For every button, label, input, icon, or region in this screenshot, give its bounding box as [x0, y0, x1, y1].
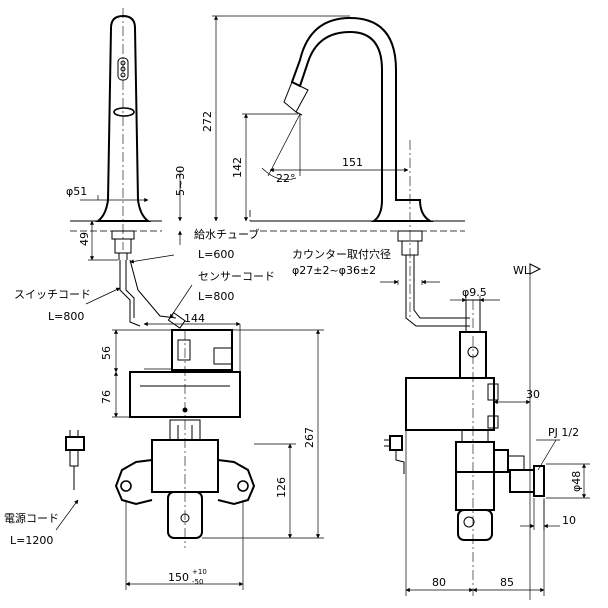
front-control-unit: [114, 312, 256, 548]
counter-line: [70, 220, 465, 232]
side-spout: [283, 16, 470, 327]
dim-272: 272: [201, 111, 214, 132]
dim-150-tol-plus: +10: [192, 568, 207, 576]
switch-cord-length: L=800: [48, 310, 84, 323]
aerator-icon: [113, 107, 135, 117]
power-cord-length: L=1200: [10, 534, 53, 547]
dim-85: 85: [500, 576, 514, 589]
dim-80: 80: [432, 576, 446, 589]
sensor-cord-label: センサーコード: [198, 270, 275, 283]
dim-phi51: φ51: [66, 185, 87, 198]
sensor-cord-length: L=800: [198, 290, 234, 303]
dim-142: 142: [231, 157, 244, 178]
dim-10: 10: [562, 514, 576, 527]
cords: [85, 254, 193, 327]
front-spout: [95, 8, 151, 260]
side-control-unit: [405, 299, 545, 596]
dim-phi9-5: φ9.5: [462, 286, 487, 299]
wl-label: WL: [513, 264, 531, 277]
dim-144: 144: [184, 312, 205, 325]
dim-phi48: φ48: [570, 471, 583, 492]
dim-49: 49: [78, 232, 91, 246]
switch-cord-label: スイッチコード: [14, 288, 91, 301]
dim-30: 30: [526, 388, 540, 401]
supply-tube-length: L=600: [198, 248, 234, 261]
plug-front: [65, 430, 85, 490]
dim-126: 126: [275, 477, 288, 498]
dim-151: 151: [342, 156, 363, 169]
pj-label: PJ 1/2: [548, 426, 579, 439]
counter-hole-dia: φ27±2~φ36±2: [292, 264, 376, 277]
supply-tube-label: 給水チューブ: [194, 227, 259, 241]
dim-267: 267: [303, 427, 316, 448]
dim-5-30: 5~30: [174, 166, 187, 196]
counter-hole-label: カウンター取付穴径: [292, 247, 391, 261]
plug-side: [384, 435, 405, 474]
dim-22-deg: 22°: [276, 172, 296, 185]
power-cord-label: 電源コード: [4, 511, 59, 525]
dim-56: 56: [100, 346, 113, 360]
dim-150-tol-minus: -50: [192, 578, 203, 586]
dim-150: 150: [168, 571, 189, 584]
dim-76: 76: [100, 390, 113, 404]
